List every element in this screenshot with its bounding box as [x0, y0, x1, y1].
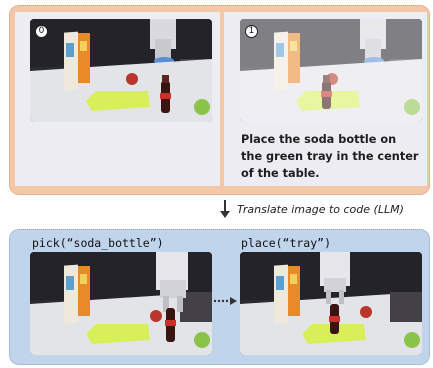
step-caption: Translate image to code (LLM) [237, 203, 404, 216]
scene-photo-initial [30, 19, 212, 122]
frame-number-badge: 1 [245, 25, 258, 38]
scene-photo-place [240, 252, 422, 355]
scene-photo-goal [240, 19, 422, 122]
down-arrow-head [220, 211, 230, 218]
down-arrow-icon [224, 200, 226, 214]
frame-number-badge: 0 [35, 25, 48, 38]
code-step-pick: pick(“soda_bottle”) [32, 236, 164, 250]
instruction-text: Place the soda bottle on the green tray … [241, 133, 419, 180]
code-step-place: place(“tray”) [241, 236, 332, 250]
scene-photo-pick [30, 252, 212, 355]
next-step-arrow-icon [213, 297, 237, 305]
